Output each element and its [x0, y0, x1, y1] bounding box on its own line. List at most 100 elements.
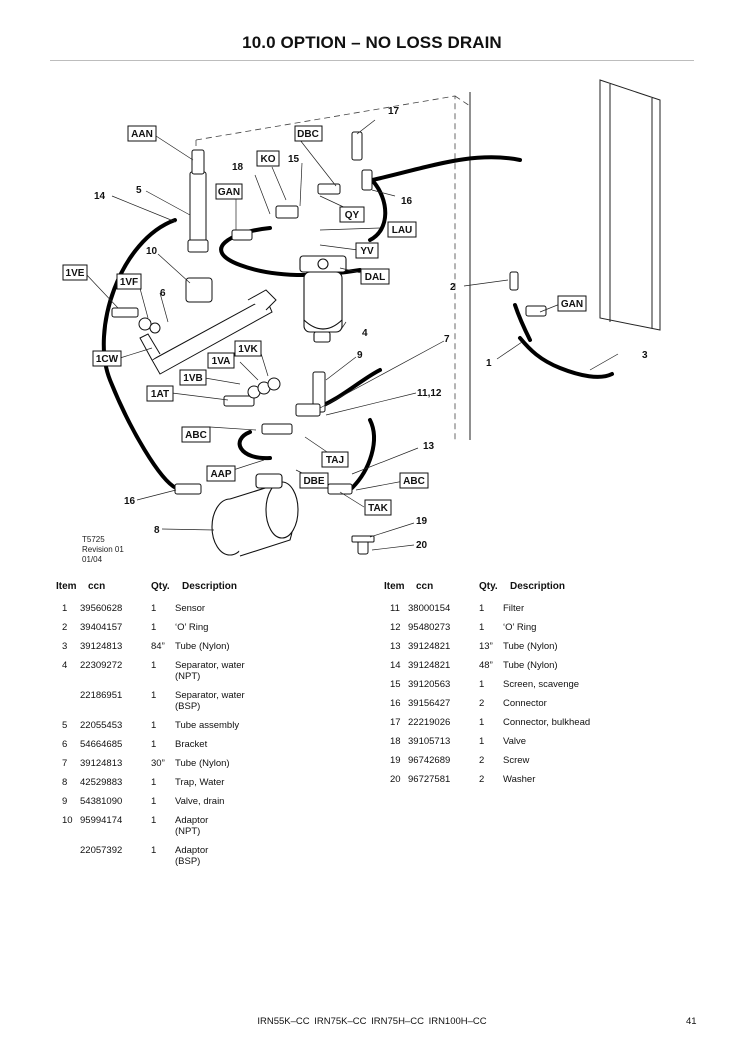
label-ko: KO	[261, 154, 276, 165]
callout-2: 2	[450, 282, 456, 293]
drawing-ref-number: T5725	[82, 535, 105, 544]
part-ccn: 22057392	[80, 845, 123, 856]
part-item-number: 8	[62, 777, 68, 788]
callout-18: 18	[232, 162, 244, 173]
part-description: Separator, water (BSP)	[175, 690, 245, 712]
part-ccn: 22219026	[408, 717, 451, 728]
part-quantity: 1	[479, 603, 485, 614]
part-item-number: 14	[390, 660, 401, 671]
part-quantity: 1	[151, 815, 157, 826]
part-ccn: 38000154	[408, 603, 451, 614]
part-quantity: 1	[151, 690, 157, 701]
label-lau: LAU	[392, 225, 413, 236]
callout-16: 16	[401, 196, 413, 207]
part-description: Washer	[503, 774, 536, 785]
callout-15: 15	[288, 154, 300, 165]
col-header-ccn: ccn	[416, 581, 434, 592]
part-item-number: 9	[62, 796, 68, 807]
callout-19: 19	[416, 516, 428, 527]
part-description: Adaptor (NPT)	[175, 815, 209, 837]
part-quantity: 48”	[479, 660, 493, 671]
part-ccn: 39120563	[408, 679, 451, 690]
label-qy: QY	[345, 210, 360, 221]
label-abc: ABC	[185, 430, 207, 441]
part-item-number: 19	[390, 755, 401, 766]
col-header-description: Description	[510, 581, 566, 592]
part-item-number: 3	[62, 641, 68, 652]
part-description: Valve, drain	[175, 796, 225, 807]
col-header-item: Item	[384, 581, 405, 592]
col-header-description: Description	[182, 581, 238, 592]
part-quantity: 2	[479, 698, 485, 709]
part-description: Filter	[503, 603, 525, 614]
part-quantity: 1	[151, 796, 157, 807]
part-description: Valve	[503, 736, 527, 747]
callout-14: 14	[94, 191, 106, 202]
part-item-number: 6	[62, 739, 68, 750]
label-yv: YV	[360, 246, 374, 257]
footer-model-list: IRN55K–CC IRN75K–CC IRN75H–CC IRN100H–CC	[257, 1016, 487, 1027]
page-title: 10.0 OPTION – NO LOSS DRAIN	[242, 33, 502, 52]
part-description: Tube (Nylon)	[175, 758, 230, 769]
part-description: ‘O’ Ring	[503, 622, 537, 633]
part-ccn: 39124821	[408, 641, 451, 652]
part-ccn: 22055453	[80, 720, 123, 731]
part-ccn: 95480273	[408, 622, 451, 633]
callout-4: 4	[362, 328, 368, 339]
label-aan: AAN	[131, 129, 153, 140]
col-header-qty: Qty.	[479, 581, 498, 592]
callout-10: 10	[146, 246, 158, 257]
part-quantity: 1	[479, 717, 485, 728]
part-quantity: 1	[151, 720, 157, 731]
part-ccn: 22309272	[80, 660, 123, 671]
part-ccn: 39105713	[408, 736, 451, 747]
label-dal: DAL	[365, 272, 386, 283]
part-item-number: 13	[390, 641, 401, 652]
part-item-number: 16	[390, 698, 401, 709]
part-quantity: 1	[151, 845, 157, 856]
col-header-qty: Qty.	[151, 581, 170, 592]
part-item-number	[56, 845, 80, 875]
label-1vb: 1VB	[183, 373, 202, 384]
part-quantity: 1	[151, 777, 157, 788]
drawing-date: 01/04	[82, 555, 103, 564]
callout-16-2: 16	[124, 496, 136, 507]
part-description: ‘O’ Ring	[175, 622, 209, 633]
col-header-item: Item	[56, 581, 77, 592]
part-ccn: 39156427	[408, 698, 451, 709]
part-item-number: 2	[62, 622, 68, 633]
part-ccn: 96727581	[408, 774, 451, 785]
label-gan-2: GAN	[561, 299, 583, 310]
part-description: Screw	[503, 755, 530, 766]
part-ccn: 39124813	[80, 758, 123, 769]
part-item-number: 11	[390, 603, 400, 614]
part-ccn: 39404157	[80, 622, 123, 633]
part-ccn: 39560628	[80, 603, 123, 614]
part-description: Connector, bulkhead	[503, 717, 591, 728]
label-1cw: 1CW	[96, 354, 119, 365]
label-dbc: DBC	[297, 129, 319, 140]
part-quantity: 1	[479, 679, 485, 690]
part-item-number: 15	[390, 679, 401, 690]
callout-6: 6	[160, 288, 166, 299]
label-taj: TAJ	[326, 455, 344, 466]
title-rule	[50, 60, 694, 61]
callout-9: 9	[357, 350, 363, 361]
callout-1: 1	[486, 358, 492, 369]
label-1vf: 1VF	[120, 277, 138, 288]
part-ccn: 95994174	[80, 815, 123, 826]
page-number: 41	[686, 1016, 697, 1027]
callout-8: 8	[154, 525, 160, 536]
